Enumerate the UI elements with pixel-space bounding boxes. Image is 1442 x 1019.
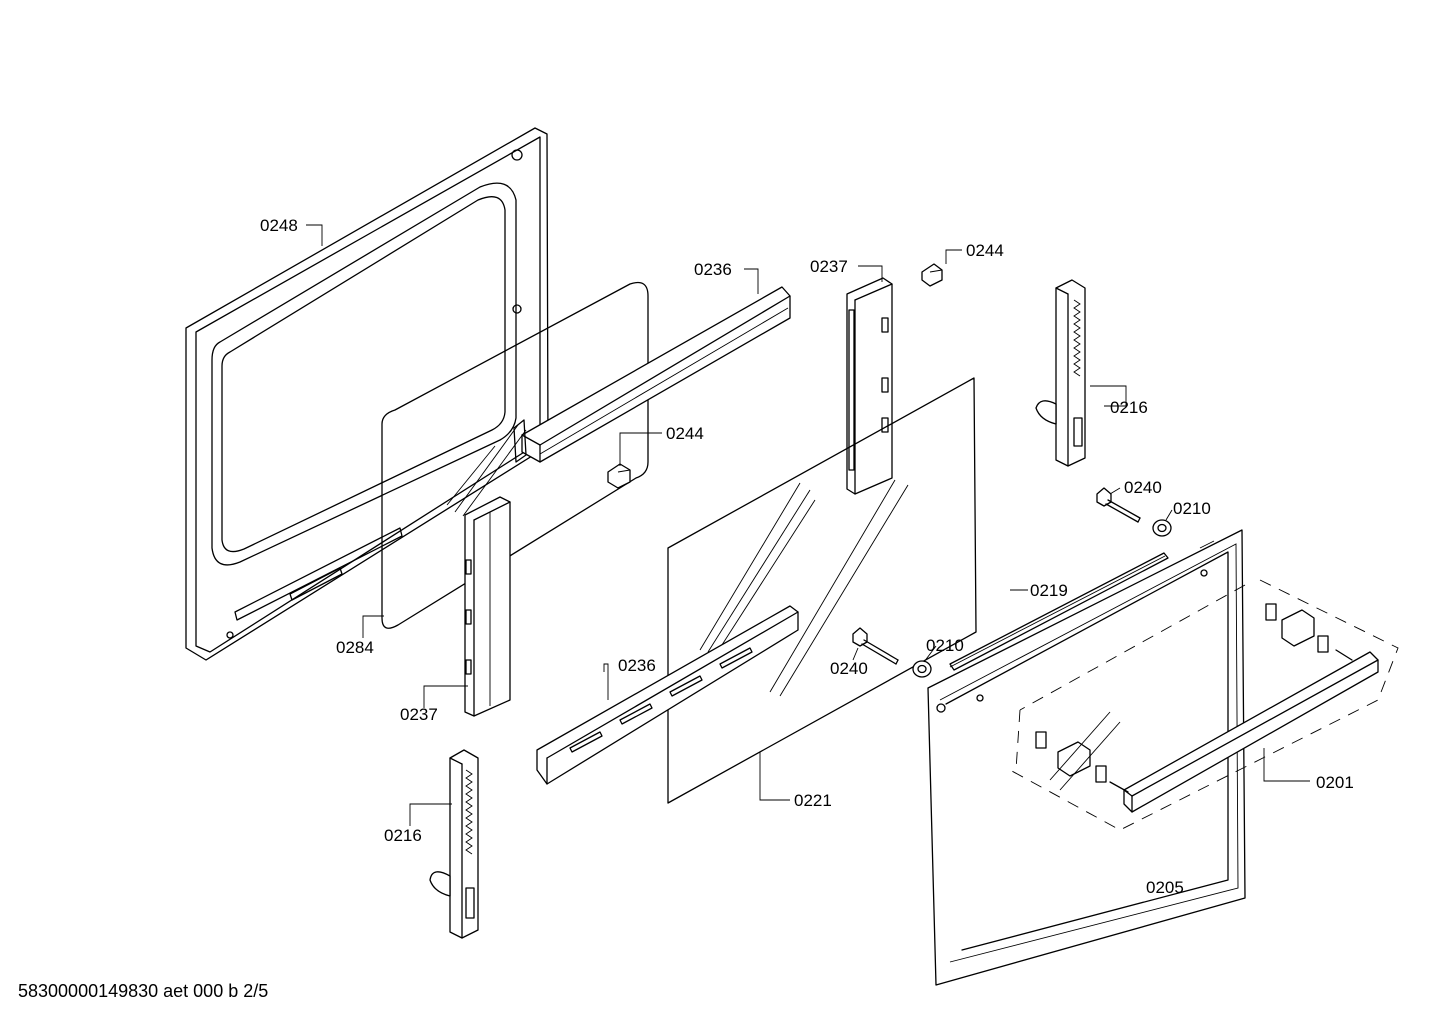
washer-right [1152, 519, 1172, 537]
right-door-hinge [1035, 279, 1086, 467]
top-profile-rail [513, 286, 791, 463]
label-0216-right: 0216 [1110, 398, 1148, 417]
label-0240-mid: 0240 [830, 659, 868, 678]
left-hinge-guide [464, 496, 511, 717]
bottom-profile-rail [536, 605, 799, 785]
label-0205: 0205 [1146, 878, 1184, 897]
screw-middle [852, 627, 899, 665]
handle-bracket-right [1265, 603, 1329, 653]
label-0248: 0248 [260, 216, 298, 235]
screw-right [1096, 487, 1141, 523]
label-0244-mid: 0244 [666, 424, 704, 443]
label-0236-top: 0236 [694, 260, 732, 279]
label-0237-top: 0237 [810, 257, 848, 276]
left-door-hinge [429, 749, 479, 939]
label-0237-bottom: 0237 [400, 705, 438, 724]
clip-top [921, 263, 943, 287]
label-0201: 0201 [1316, 773, 1354, 792]
label-0210-mid: 0210 [926, 636, 964, 655]
seal-strip [949, 552, 1169, 671]
right-hinge-guide [846, 277, 893, 495]
washer-middle [912, 660, 932, 678]
label-0240-right: 0240 [1124, 478, 1162, 497]
part-labels: 0248 0236 0237 0244 0216 0244 0240 0210 … [260, 216, 1354, 897]
handle-dashed-projection [1009, 579, 1399, 831]
door-handle [1109, 649, 1379, 813]
leader-lines [306, 224, 1310, 826]
label-0219: 0219 [1030, 581, 1068, 600]
label-0216-left: 0216 [384, 826, 422, 845]
label-0210-right: 0210 [1173, 499, 1211, 518]
inner-glass-plate [381, 281, 649, 629]
label-0284: 0284 [336, 638, 374, 657]
label-0236-bottom: 0236 [618, 656, 656, 675]
handle-bracket-left [1035, 711, 1121, 791]
document-id: 58300000149830 aet 000 b 2/5 [18, 981, 269, 1001]
label-0221: 0221 [794, 791, 832, 810]
middle-glass-pane [667, 377, 977, 804]
label-0244-top: 0244 [966, 241, 1004, 260]
